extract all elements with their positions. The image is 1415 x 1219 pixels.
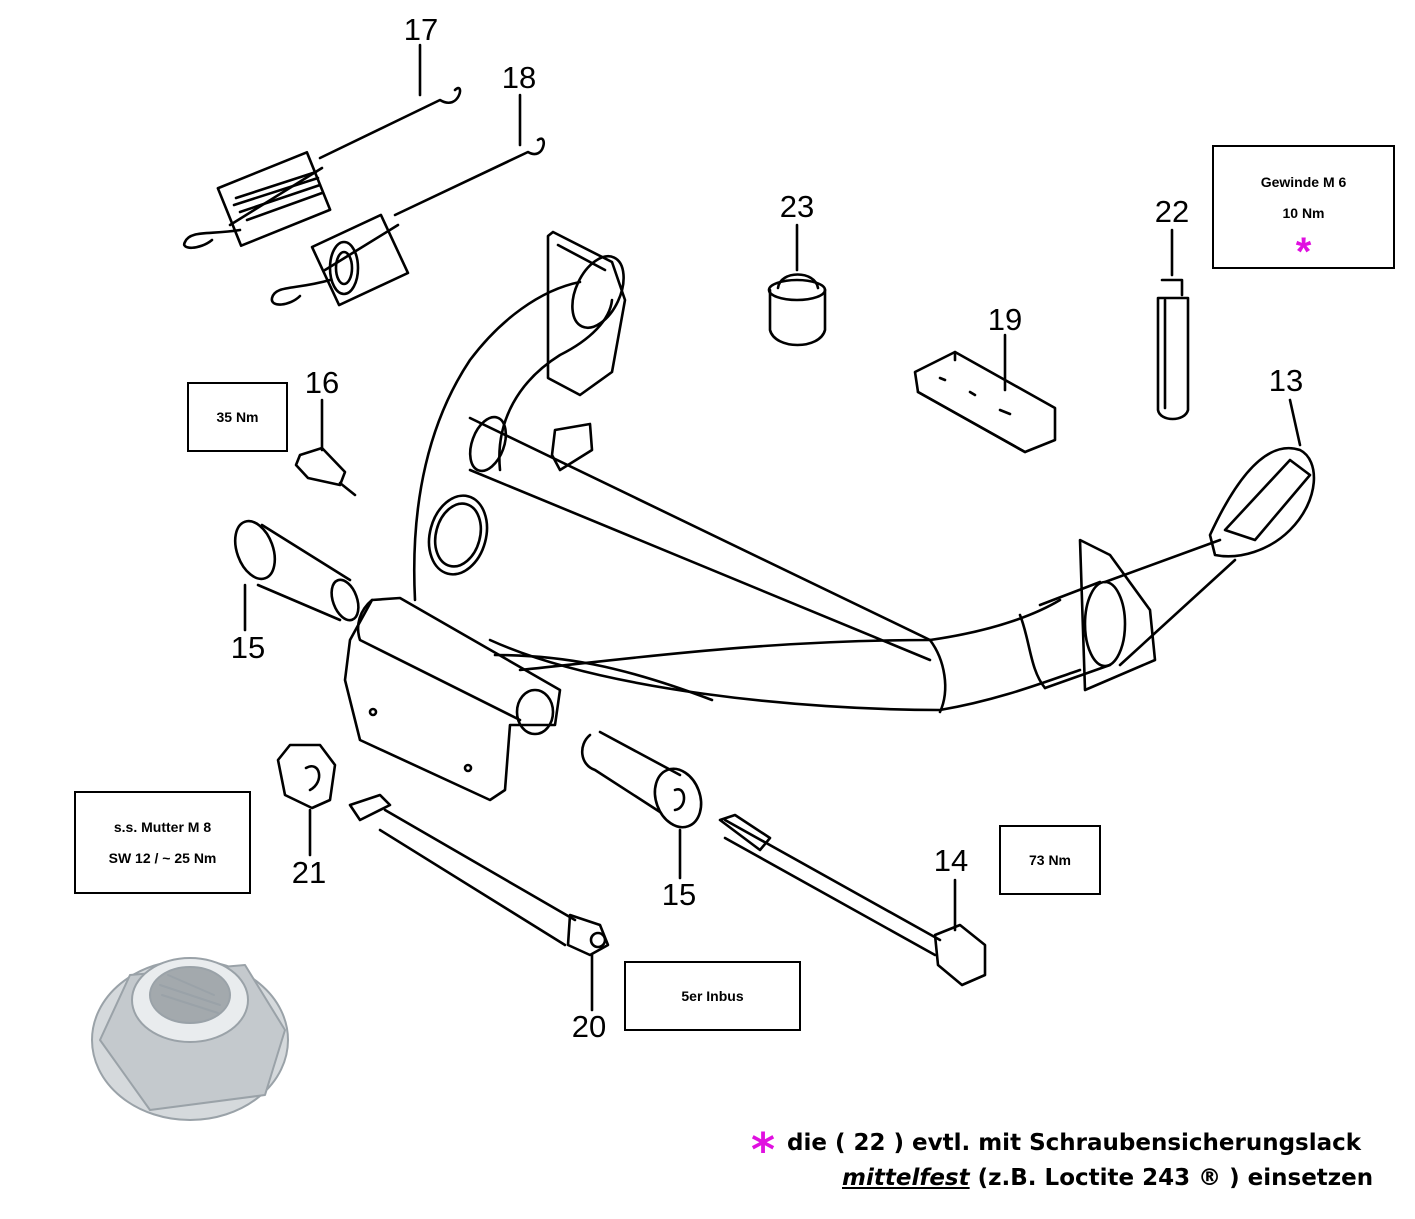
pin-22	[1156, 228, 1190, 421]
threadlock-footnote-line-2: mittelfest (z.B. Loctite 243 ® ) einsetz…	[842, 1165, 1373, 1191]
footnote-emphasis: mittelfest	[842, 1165, 970, 1191]
bolt-14	[718, 813, 987, 987]
flange-nut-photo	[91, 957, 289, 1121]
part-number-15a: 15	[231, 630, 265, 665]
nut-21	[276, 743, 337, 857]
torque-16-value: 35 Nm	[216, 408, 259, 425]
threadlock-footnote: * die ( 22 ) evtl. mit Schraubensicherun…	[751, 1127, 1362, 1173]
bushing-15b	[581, 730, 703, 880]
part-number-15b: 15	[662, 877, 696, 912]
footnote-line-1: die ( 22 ) evtl. mit Schraubensicherungs…	[787, 1130, 1362, 1156]
part-number-20: 20	[572, 1009, 606, 1044]
hex-key-box: 5er Inbus	[624, 961, 801, 1031]
plate-19	[913, 333, 1057, 454]
spring-17	[182, 43, 462, 250]
part-number-19: 19	[988, 302, 1022, 337]
part-number-17: 17	[404, 12, 438, 47]
torque-box-14: 73 Nm	[999, 825, 1101, 895]
part-number-14: 14	[934, 843, 968, 878]
threadlock-marker: *	[1295, 230, 1312, 274]
part-number-22: 22	[1155, 194, 1189, 229]
part-number-16: 16	[305, 365, 339, 400]
bushing-15a	[233, 519, 360, 632]
part-number-18: 18	[502, 60, 536, 95]
leader-13	[1288, 398, 1302, 447]
footnote-marker: *	[751, 1123, 776, 1177]
axle-20	[348, 793, 610, 1012]
thread-torque: 10 Nm	[1282, 205, 1325, 221]
part-number-13: 13	[1269, 363, 1303, 398]
part-number-21: 21	[292, 855, 326, 890]
torque-box-16: 35 Nm	[187, 382, 288, 452]
nut-spec: s.s. Mutter M 8	[113, 818, 212, 835]
spring-18	[270, 93, 545, 307]
bolt-16	[294, 398, 357, 497]
footnote-line-2: (z.B. Loctite 243 ® ) einsetzen	[969, 1165, 1374, 1191]
cap-23	[767, 223, 827, 347]
torque-14-value: 73 Nm	[1028, 851, 1072, 868]
main-stand-frame	[343, 230, 1316, 802]
hex-key-size: 5er Inbus	[681, 987, 744, 1004]
thread-torque-box: Gewinde M 6 10 Nm *	[1212, 145, 1395, 274]
nut-torque: SW 12 / ~ 25 Nm	[108, 849, 217, 866]
part-number-23: 23	[780, 189, 814, 224]
thread-spec: Gewinde M 6	[1260, 174, 1347, 190]
nut-spec-box: s.s. Mutter M 8 SW 12 / ~ 25 Nm	[74, 791, 251, 894]
